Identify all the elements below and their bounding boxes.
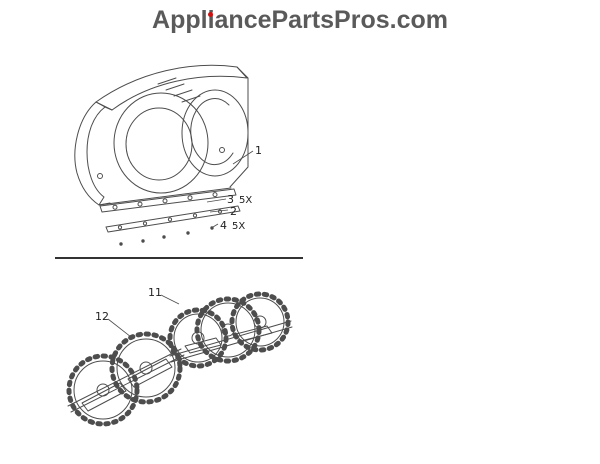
auger-assembly-left <box>66 331 185 427</box>
site-logo-text: AppliancePartsPros.com <box>152 6 448 34</box>
part-number: 4 <box>220 219 227 232</box>
part-number: 3 <box>227 193 234 206</box>
part-label-11: 11 <box>148 286 162 299</box>
site-header: AppliancePartsPros.com <box>0 0 600 35</box>
part-qty: 5X <box>239 195 253 206</box>
part-label-3: 3 5X <box>227 193 252 206</box>
part-label-1: 1 <box>255 144 262 157</box>
bolts-drawing <box>119 226 214 246</box>
part-label-12: 12 <box>95 310 109 323</box>
flange-strip-drawing <box>99 188 237 213</box>
part-label-4: 4 5X <box>220 219 245 232</box>
auger-assembly-right <box>167 291 293 369</box>
part-qty: 5X <box>232 221 246 232</box>
logo-red-dot <box>208 12 213 17</box>
leader-lines <box>107 150 254 338</box>
scraper-bar-drawing <box>105 205 241 233</box>
part-label-2: 2 <box>230 205 237 218</box>
auger-housing-drawing <box>74 64 249 206</box>
